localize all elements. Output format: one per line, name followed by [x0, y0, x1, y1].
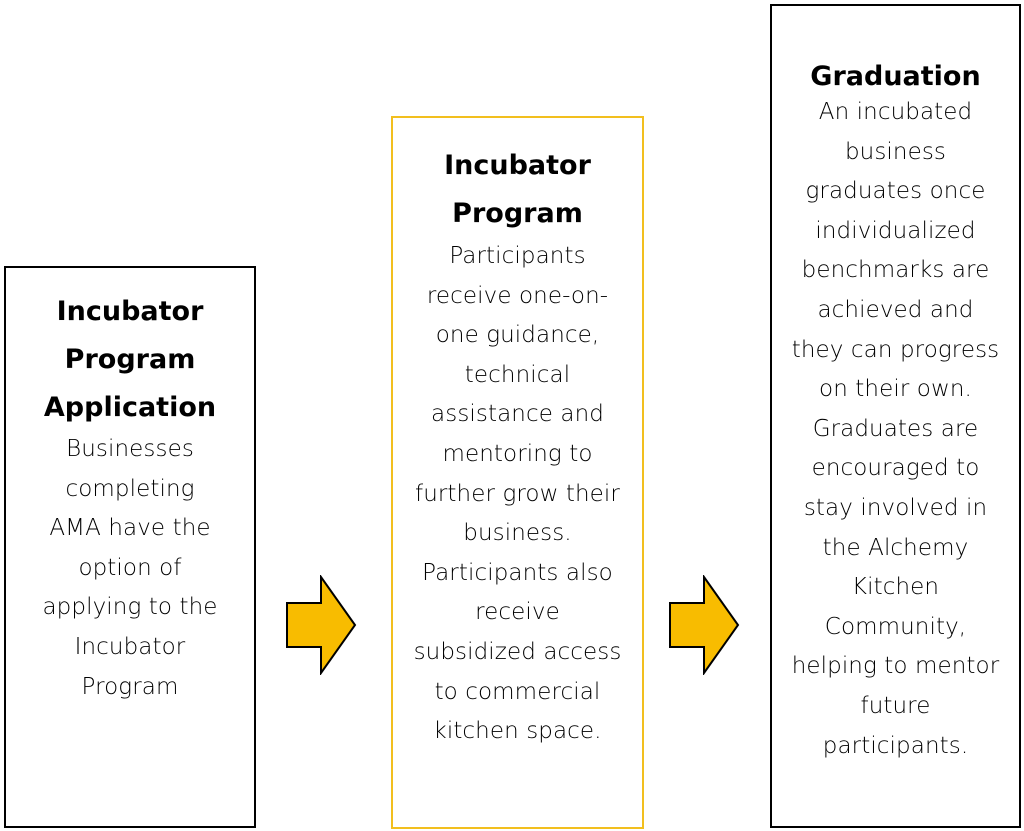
- body-line: business: [844, 138, 947, 165]
- body-line: individualized: [815, 217, 976, 244]
- body-line: AMA have the: [49, 515, 211, 542]
- step-application-box: Incubator Program Application Businesses…: [4, 266, 256, 828]
- body-line: business.: [463, 520, 572, 547]
- step-graduation-description: An incubated business graduates once ind…: [772, 93, 1019, 766]
- title-line: Graduation: [810, 61, 981, 92]
- body-line: encouraged to: [811, 455, 980, 482]
- body-line: mentoring to: [442, 440, 593, 467]
- title-line: Incubator: [56, 296, 204, 327]
- title-line: Application: [43, 392, 217, 423]
- body-line: Program: [81, 673, 179, 700]
- body-line: helping to mentor: [791, 653, 1000, 680]
- title-line: Incubator: [444, 150, 591, 181]
- body-line: subsidized access: [413, 638, 622, 665]
- flow-arrow-right-icon: [286, 575, 357, 675]
- body-line: future: [860, 692, 931, 719]
- body-line: on their own.: [819, 376, 972, 403]
- body-line: benchmarks are: [801, 257, 990, 284]
- step-incubator-box: Incubator Program Participants receive o…: [391, 116, 644, 829]
- body-line: stay involved in: [803, 494, 988, 521]
- body-line: receive: [475, 599, 560, 626]
- body-line: Participants also: [422, 559, 613, 586]
- body-line: the Alchemy: [822, 534, 969, 561]
- body-line: Participants: [449, 243, 586, 269]
- body-line: one guidance,: [435, 322, 600, 349]
- body-line: receive one-on-: [426, 282, 609, 309]
- step-graduation-title: Graduation: [772, 53, 1019, 101]
- body-line: achieved and: [817, 296, 974, 323]
- body-line: An incubated: [818, 99, 973, 125]
- step-application-title: Incubator Program Application: [6, 288, 254, 432]
- title-line: Program: [452, 198, 583, 229]
- step-graduation-box: Graduation An incubated business graduat…: [770, 4, 1021, 828]
- body-line: technical: [464, 361, 571, 388]
- arrow-shape: [286, 575, 357, 675]
- step-incubator-title: Incubator Program: [393, 142, 642, 238]
- body-line: applying to the: [42, 594, 218, 621]
- body-line: Businesses: [66, 436, 194, 462]
- arrow-shape: [669, 575, 740, 675]
- body-line: Incubator: [74, 633, 186, 660]
- body-line: option of: [78, 554, 182, 581]
- title-line: Program: [64, 344, 196, 375]
- body-line: to commercial: [434, 678, 601, 705]
- body-line: graduates once: [805, 178, 986, 205]
- body-line: Graduates are: [812, 415, 979, 442]
- body-line: kitchen space.: [433, 718, 602, 745]
- step-application-description: Businesses completing AMA have the optio…: [6, 430, 254, 707]
- body-line: further grow their: [415, 480, 620, 507]
- step-incubator-description: Participants receive one-on- one guidanc…: [393, 237, 642, 752]
- body-line: participants.: [822, 732, 969, 759]
- body-line: Kitchen: [851, 574, 940, 601]
- body-line: Community,: [824, 613, 967, 640]
- body-line: they can progress: [791, 336, 1000, 363]
- flow-arrow-right-icon: [669, 575, 740, 675]
- body-line: assistance and: [431, 401, 604, 428]
- body-line: completing: [65, 475, 195, 502]
